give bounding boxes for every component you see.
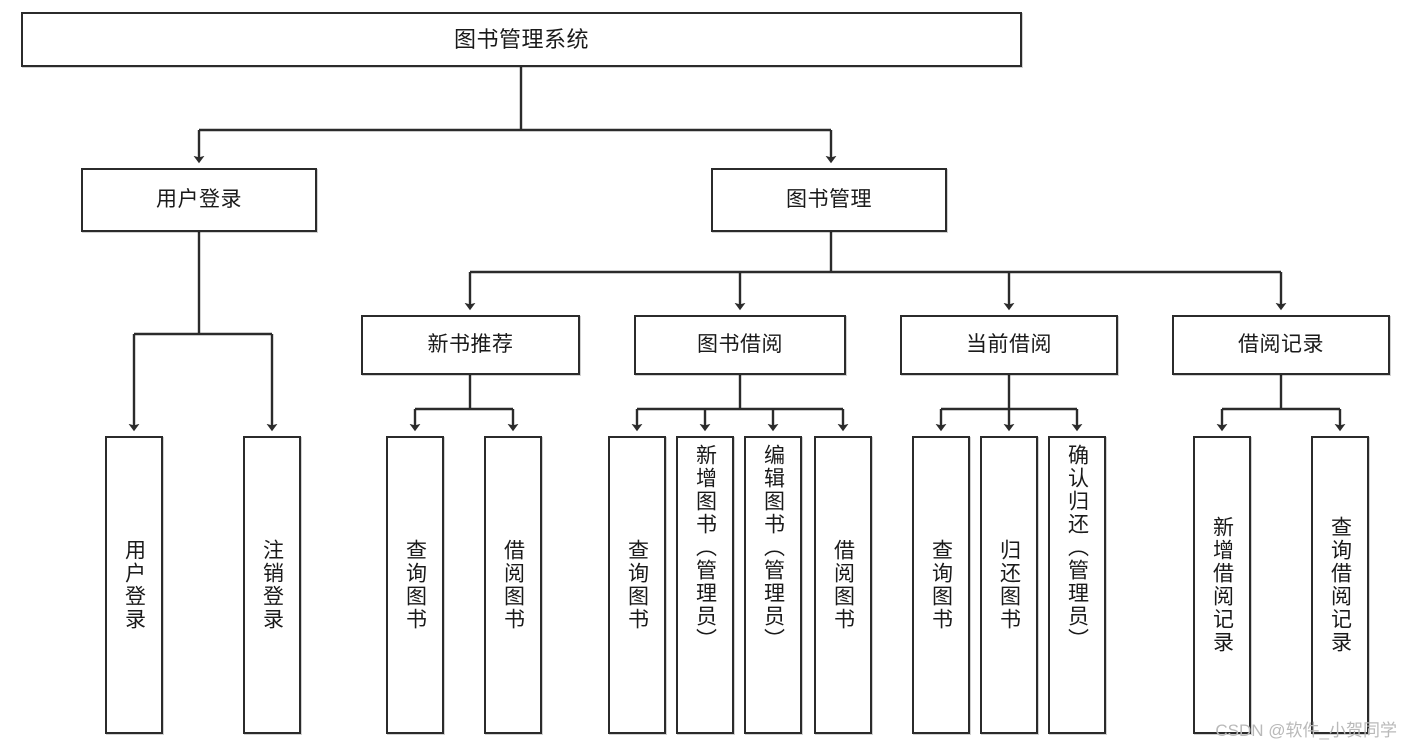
leaf-user-login-logout[interactable]: 注销登录 <box>243 436 301 734</box>
node-current-borrow[interactable]: 当前借阅 <box>900 315 1118 375</box>
node-label: 查询图书 <box>403 539 427 631</box>
node-book-borrow[interactable]: 图书借阅 <box>634 315 846 375</box>
node-label: 当前借阅 <box>966 332 1052 356</box>
leaf-recommend-query-book[interactable]: 查询图书 <box>386 436 444 734</box>
node-label: 确认归还（管理员） <box>1065 444 1089 651</box>
node-label: 借阅图书 <box>501 539 525 631</box>
node-label: 新增图书（管理员） <box>693 444 717 651</box>
leaf-current-confirm-return-admin[interactable]: 确认归还（管理员） <box>1048 436 1106 734</box>
node-label: 用户登录 <box>156 187 242 211</box>
node-book-management[interactable]: 图书管理 <box>711 168 947 232</box>
node-label: 查询借阅记录 <box>1328 516 1352 654</box>
node-user-login[interactable]: 用户登录 <box>81 168 317 232</box>
node-label: 借阅记录 <box>1238 332 1324 356</box>
node-root-book-management-system[interactable]: 图书管理系统 <box>21 12 1022 67</box>
leaf-current-return-book[interactable]: 归还图书 <box>980 436 1038 734</box>
node-borrow-records[interactable]: 借阅记录 <box>1172 315 1390 375</box>
node-label: 新书推荐 <box>427 332 514 356</box>
node-label: 查询图书 <box>929 539 953 631</box>
node-label: 编辑图书（管理员） <box>761 444 785 651</box>
node-label: 图书管理系统 <box>453 26 589 52</box>
leaf-records-query-record[interactable]: 查询借阅记录 <box>1311 436 1369 734</box>
node-label: 图书管理 <box>786 187 872 211</box>
leaf-borrow-query-book[interactable]: 查询图书 <box>608 436 666 734</box>
leaf-recommend-borrow-book[interactable]: 借阅图书 <box>484 436 542 734</box>
leaf-current-query-book[interactable]: 查询图书 <box>912 436 970 734</box>
node-label: 用户登录 <box>122 539 146 631</box>
leaf-borrow-edit-book-admin[interactable]: 编辑图书（管理员） <box>744 436 802 734</box>
node-label: 归还图书 <box>997 539 1021 631</box>
leaf-user-login-login[interactable]: 用户登录 <box>105 436 163 734</box>
node-new-book-recommend[interactable]: 新书推荐 <box>361 315 580 375</box>
node-label: 新增借阅记录 <box>1210 516 1234 654</box>
leaf-borrow-add-book-admin[interactable]: 新增图书（管理员） <box>676 436 734 734</box>
node-label: 查询图书 <box>625 539 649 631</box>
leaf-records-add-record[interactable]: 新增借阅记录 <box>1193 436 1251 734</box>
node-label: 借阅图书 <box>831 539 855 631</box>
node-label: 图书借阅 <box>697 332 783 356</box>
leaf-borrow-borrow-book[interactable]: 借阅图书 <box>814 436 872 734</box>
csdn-watermark: CSDN @软件_小贺同学 <box>1215 721 1397 740</box>
node-label: 注销登录 <box>260 539 284 631</box>
